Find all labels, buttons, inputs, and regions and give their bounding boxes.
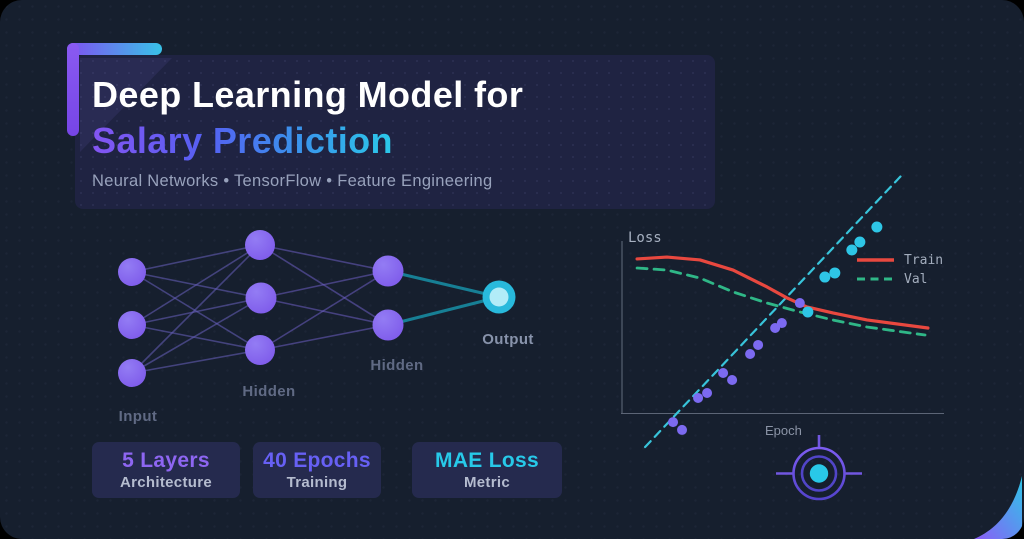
epoch-scatter-early-point — [693, 392, 704, 403]
epoch-scatter-early-point — [677, 424, 688, 435]
nn-edges-input-hidden — [131, 244, 262, 374]
nn-label-hidden2: Hidden — [370, 357, 424, 374]
epoch-scatter-early-point — [668, 417, 679, 428]
stat-label: Architecture — [120, 474, 212, 491]
stat-value: MAE Loss — [435, 449, 539, 472]
nn-label-output: Output — [482, 331, 534, 348]
epoch-scatter-early-point — [776, 318, 787, 329]
epoch-scatter-early-point — [770, 323, 781, 334]
Train-line — [635, 255, 930, 330]
epoch-scatter-early-point — [702, 387, 713, 398]
target-crosshair-icon — [776, 435, 862, 501]
stat-card-training: 40 Epochs Training — [253, 442, 381, 498]
stat-card-metric: MAE Loss Metric — [412, 442, 562, 498]
page-subtitle: Neural Networks • TensorFlow • Feature E… — [92, 172, 493, 190]
epoch-scatter-late-point — [819, 271, 831, 283]
trend-line-line — [644, 172, 904, 449]
nn-label-hidden1: Hidden — [242, 383, 296, 400]
epoch-scatter-early-point — [794, 298, 805, 309]
stat-label: Training — [286, 474, 348, 491]
legend-train-label: Train — [904, 253, 944, 268]
chart-x-axis-label: Epoch — [765, 423, 802, 438]
Val-line — [635, 266, 927, 337]
epoch-scatter-early-point — [745, 349, 756, 360]
stat-card-architecture: 5 Layers Architecture — [92, 442, 240, 498]
chart-series — [635, 172, 930, 449]
epoch-scatter-late-point — [871, 221, 883, 233]
nn-edges-hidden-output — [387, 269, 500, 327]
epoch-scatter-late-point — [802, 306, 814, 318]
corner-wave-icon — [974, 476, 1022, 539]
epoch-scatter-early-point — [727, 374, 738, 385]
header-panel — [75, 55, 715, 209]
chart-axes — [621, 241, 944, 415]
epoch-scatter-early-point — [718, 367, 729, 378]
legend-val-label: Val — [904, 272, 928, 287]
nn-output-node — [482, 280, 516, 314]
stat-label: Metric — [464, 474, 510, 491]
epoch-scatter-late-point — [846, 244, 858, 256]
stat-value: 5 Layers — [122, 449, 210, 472]
page-title-line2: Salary Prediction — [92, 120, 393, 161]
nn-edges-hidden-hidden — [259, 244, 389, 351]
epoch-scatter-late-point — [829, 267, 841, 279]
page-title-line1: Deep Learning Model for — [92, 74, 524, 115]
nn-label-input: Input — [118, 408, 158, 425]
nn-nodes — [118, 230, 404, 387]
chart-y-axis-label: Loss — [628, 230, 662, 246]
epoch-scatter-late-point — [854, 236, 866, 248]
epoch-scatter-early-point — [753, 339, 764, 350]
stat-value: 40 Epochs — [263, 449, 371, 472]
